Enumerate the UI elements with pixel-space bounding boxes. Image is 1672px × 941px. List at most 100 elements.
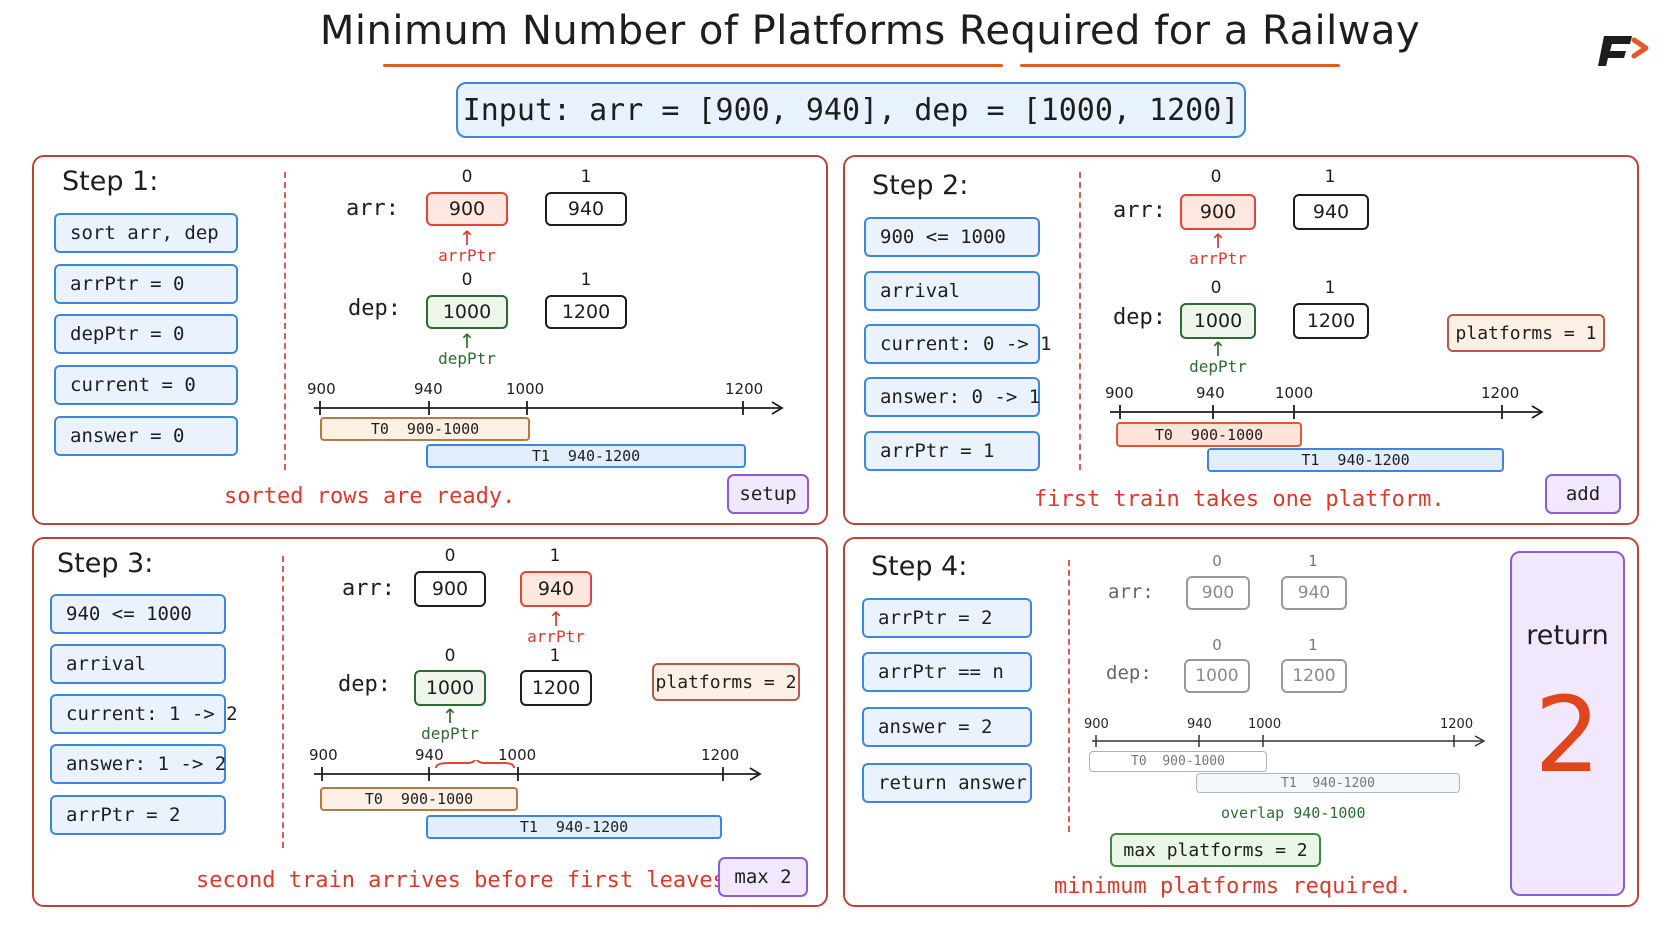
step4-code-line: arrPtr == n bbox=[862, 652, 1032, 692]
step4-dep-index-1: 1 bbox=[1308, 636, 1318, 654]
title-underline-left bbox=[383, 64, 1003, 67]
step3-code-line: 940 <= 1000 bbox=[50, 594, 226, 634]
step3-caption: second train arrives before first leaves… bbox=[196, 868, 740, 893]
step3-code-line: arrival bbox=[50, 644, 226, 684]
step2-tick-label: 1200 bbox=[1481, 384, 1520, 402]
step2-dep-cell-0: 1000 bbox=[1180, 303, 1256, 339]
step1-title: Step 1: bbox=[62, 166, 159, 197]
step3-dep-pointer-label: depPtr bbox=[421, 724, 479, 743]
step3-dep-pointer-arrow: ↑ bbox=[441, 704, 459, 728]
step2-code-line: arrival bbox=[864, 271, 1040, 311]
step1-dep-pointer-arrow: ↑ bbox=[458, 329, 476, 353]
step1-tag: setup bbox=[727, 474, 809, 514]
step1-arr-index-1: 1 bbox=[580, 167, 592, 187]
step3-arr-cell-0: 900 bbox=[414, 571, 486, 607]
step1-arr-cell-1: 940 bbox=[545, 192, 627, 226]
step4-tick-label: 940 bbox=[1187, 717, 1212, 732]
step1-code-line: arrPtr = 0 bbox=[54, 264, 238, 304]
step3-arr-cell-1: 940 bbox=[520, 571, 592, 607]
step3-tick-label: 940 bbox=[415, 746, 444, 764]
step2-caption: first train takes one platform. bbox=[1034, 487, 1445, 512]
step2-title: Step 2: bbox=[872, 170, 969, 201]
step1-arr-pointer-arrow: ↑ bbox=[458, 226, 476, 250]
input-box: Input: arr = [900, 940], dep = [1000, 12… bbox=[456, 82, 1246, 138]
step3-tick-label: 1200 bbox=[701, 746, 740, 764]
step1-arr-label: arr: bbox=[346, 196, 399, 221]
step3-bar-t1: T1 940-1200 bbox=[426, 815, 722, 839]
step3-bar-t0: T0 900-1000 bbox=[320, 787, 518, 811]
step4-bar-t1: T1 940-1200 bbox=[1196, 773, 1460, 793]
step4-code-line: return answer bbox=[862, 763, 1032, 803]
step4-bar-t0: T0 900-1000 bbox=[1089, 751, 1267, 772]
step3-dep-cell-1: 1200 bbox=[520, 670, 592, 706]
step4-dep-cell-0: 1000 bbox=[1184, 659, 1250, 693]
step3-tick-label: 900 bbox=[309, 746, 338, 764]
step2-arr-cell-0: 900 bbox=[1180, 194, 1256, 230]
step3-arr-index-1: 1 bbox=[549, 546, 561, 566]
step2-bar-t1: T1 940-1200 bbox=[1207, 448, 1504, 472]
step2-arr-label: arr: bbox=[1113, 198, 1166, 223]
step1-code-line: sort arr, dep bbox=[54, 213, 238, 253]
step1-bar-t0: T0 900-1000 bbox=[320, 417, 530, 441]
step2-code-line: current: 0 -> 1 bbox=[864, 324, 1052, 364]
page-title: Minimum Number of Platforms Required for… bbox=[319, 8, 1421, 54]
step1-tick-label: 940 bbox=[414, 380, 443, 398]
step2-bar-t0: T0 900-1000 bbox=[1116, 422, 1302, 447]
step4-dep-cell-1: 1200 bbox=[1281, 659, 1347, 693]
step1-dep-pointer-label: depPtr bbox=[438, 349, 496, 368]
step4-code-line: answer = 2 bbox=[862, 707, 1032, 747]
step4-tick-label: 1000 bbox=[1248, 717, 1282, 732]
step2-dep-cell-1: 1200 bbox=[1293, 303, 1369, 339]
step4-arr-cell-0: 900 bbox=[1186, 576, 1250, 610]
step3-arr-pointer-label: arrPtr bbox=[527, 627, 585, 646]
step3-timeline-axis bbox=[314, 760, 762, 781]
step1-dep-label: dep: bbox=[348, 296, 401, 321]
step4-arr-cell-1: 940 bbox=[1281, 576, 1347, 610]
step2-code-line: answer: 0 -> 1 bbox=[864, 377, 1040, 417]
step3-tag: max 2 bbox=[718, 857, 808, 897]
step4-arr-index-1: 1 bbox=[1308, 552, 1318, 570]
step4-arr-label: arr: bbox=[1108, 581, 1154, 603]
step3-arr-label: arr: bbox=[342, 576, 395, 601]
step3-arr-pointer-arrow: ↑ bbox=[547, 607, 565, 631]
step4-arr-index-0: 0 bbox=[1212, 552, 1222, 570]
step2-arr-index-1: 1 bbox=[1324, 167, 1336, 187]
step4-max-platforms-badge: max platforms = 2 bbox=[1110, 833, 1321, 867]
step1-arr-cell-0: 900 bbox=[426, 192, 508, 226]
brand-logo-icon bbox=[1598, 36, 1649, 66]
step4-divider bbox=[1068, 560, 1070, 832]
step2-dep-label: dep: bbox=[1113, 305, 1166, 330]
step1-tick-label: 1200 bbox=[725, 380, 764, 398]
step1-tick-label: 900 bbox=[307, 380, 336, 398]
step1-tick-label: 1000 bbox=[506, 380, 545, 398]
step2-tick-label: 940 bbox=[1196, 384, 1225, 402]
step1-arr-index-0: 0 bbox=[461, 167, 473, 187]
step4-tick-label: 1200 bbox=[1440, 717, 1474, 732]
step2-tag: add bbox=[1545, 474, 1621, 514]
step4-tick-label: 900 bbox=[1084, 717, 1109, 732]
step2-dep-pointer-arrow: ↑ bbox=[1209, 337, 1227, 361]
step3-platforms-badge: platforms = 2 bbox=[652, 663, 800, 701]
step2-dep-index-0: 0 bbox=[1210, 278, 1222, 298]
step4-overlap-label: overlap 940-1000 bbox=[1221, 804, 1366, 822]
step4-caption: minimum platforms required. bbox=[1054, 874, 1412, 899]
step1-code-line: current = 0 bbox=[54, 365, 238, 405]
step2-tick-label: 1000 bbox=[1275, 384, 1314, 402]
step1-arr-pointer-label: arrPtr bbox=[438, 246, 496, 265]
step1-dep-index-0: 0 bbox=[461, 270, 473, 290]
title-underline-right bbox=[1020, 64, 1340, 67]
step1-divider bbox=[284, 172, 286, 470]
return-label: return bbox=[1526, 620, 1609, 651]
step3-title: Step 3: bbox=[57, 548, 154, 579]
step3-tick-label: 1000 bbox=[498, 746, 537, 764]
step2-dep-pointer-label: depPtr bbox=[1189, 357, 1247, 376]
step2-timeline-axis bbox=[1110, 405, 1544, 419]
return-value: 2 bbox=[1534, 674, 1601, 796]
step4-dep-label: dep: bbox=[1106, 662, 1152, 684]
step2-code-line: 900 <= 1000 bbox=[864, 217, 1040, 257]
step2-arr-pointer-arrow: ↑ bbox=[1209, 229, 1227, 253]
step2-tick-label: 900 bbox=[1105, 384, 1134, 402]
step1-timeline-axis bbox=[314, 401, 784, 415]
step4-code-line: arrPtr = 2 bbox=[862, 598, 1032, 638]
step2-dep-index-1: 1 bbox=[1324, 278, 1336, 298]
